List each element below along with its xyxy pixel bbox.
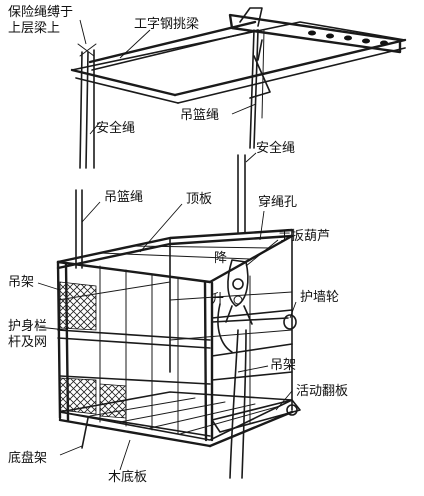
- label-guardrail-2: 杆及网: [8, 335, 47, 350]
- flip-board: [211, 399, 301, 433]
- label-wall-wheel: 护墙轮: [300, 290, 339, 305]
- chassis-frame: [58, 410, 294, 449]
- label-wood-floor: 木底板: [108, 469, 147, 485]
- basket-rope-left-lower: [75, 189, 83, 269]
- leader-lines: [37, 19, 297, 471]
- label-safety-rope-left: 安全绳: [96, 120, 135, 136]
- label-lower: 降: [214, 251, 227, 266]
- label-basket-rope-left: 吊篮绳: [104, 190, 143, 205]
- label-guardrail-1: 护身栏: [8, 318, 47, 334]
- label-safety-rope-tie-2: 上层梁上: [8, 21, 60, 36]
- guard-net: [59, 281, 127, 419]
- label-flip-board: 活动翻板: [296, 384, 348, 399]
- label-chassis: 底盘架: [8, 450, 47, 466]
- label-raise: 升: [211, 292, 224, 307]
- basket-frame: [56, 228, 294, 442]
- label-hanger-right: 吊架: [270, 358, 296, 373]
- i-beam-outrigger: [88, 7, 402, 99]
- label-rope-hole: 穿绳孔: [258, 194, 297, 210]
- safety-rope-right-lower: [229, 154, 247, 479]
- label-safety-rope-tie-1: 保险绳缚于: [8, 4, 73, 20]
- labels: 保险绳缚于 上层梁上 工字钢挑梁 安全绳 吊篮绳 安全绳 吊篮绳 顶板 穿绳孔 …: [8, 4, 348, 485]
- basket-rope-right-upper: [249, 29, 265, 149]
- label-i-beam-outrigger: 工字钢挑梁: [134, 17, 199, 32]
- label-hanger-left: 吊架: [8, 275, 34, 290]
- label-basket-rope-upper: 吊篮绳: [180, 108, 219, 123]
- label-top-board: 顶板: [186, 192, 212, 207]
- safety-rope-left-upper: [77, 43, 97, 169]
- label-safety-rope-right: 安全绳: [256, 140, 295, 156]
- label-hand-hoist: 手扳葫芦: [278, 228, 330, 244]
- hand-hoist: [217, 259, 253, 353]
